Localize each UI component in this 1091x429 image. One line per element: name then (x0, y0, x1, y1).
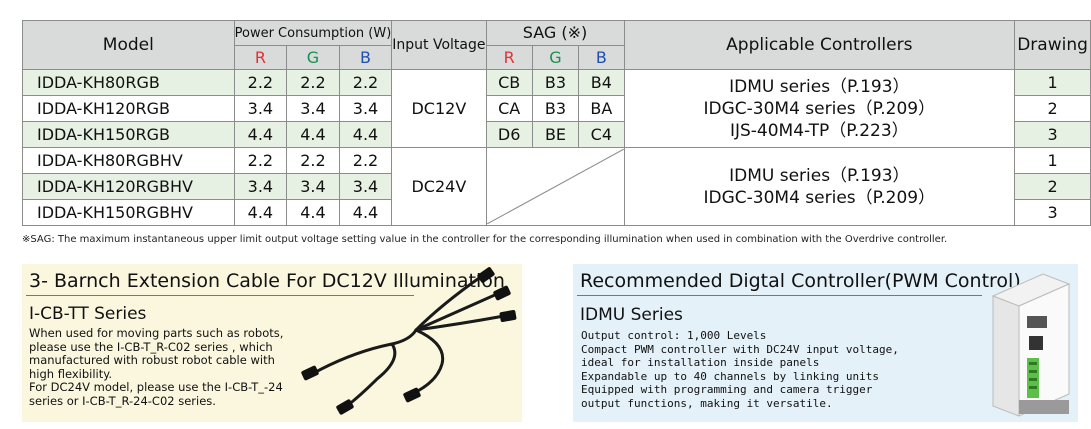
header-power-r: R (233, 45, 288, 70)
controllers-cell: IDMU series（P.193） IDGC-30M4 series（P.20… (623, 69, 1016, 148)
description-line: Equipped with programming and camera tri… (581, 383, 873, 396)
voltage-cell: DC12V (391, 69, 487, 148)
sag-r-cell: CA (485, 95, 533, 122)
drawing-cell: 1 (1014, 147, 1091, 174)
controller-line: IDMU series（P.193） (729, 165, 910, 186)
description-line: high flexibility. (29, 366, 113, 381)
model-cell: IDDA-KH150RGB (22, 121, 235, 148)
sag-g-cell: BE (531, 121, 580, 148)
power-r-cell: 3.4 (233, 173, 288, 200)
description-line: For DC24V model, please use the I-CB-T_-… (29, 380, 283, 394)
header-sag-g: G (531, 45, 580, 70)
header-sag: SAG (※) (485, 20, 625, 46)
sag-b-cell: BA (578, 95, 625, 122)
power-r-cell: 2.2 (233, 147, 288, 174)
controller-line: IDGC-30M4 series（P.209） (703, 98, 936, 119)
controller-line: IDMU series（P.193） (729, 76, 910, 97)
cable-panel-title: 3- Barnch Extension Cable For DC12V Illu… (29, 270, 505, 292)
power-g-cell: 3.4 (286, 95, 340, 122)
drawing-cell: 1 (1014, 69, 1091, 96)
title-underline (577, 295, 982, 296)
power-g-cell: 4.4 (286, 121, 340, 148)
power-b-cell: 2.2 (338, 69, 393, 96)
controller-panel-title: Recommended Digtal Controller(PWM Contro… (580, 270, 1021, 292)
drawing-cell: 2 (1014, 173, 1091, 200)
header-power-b: B (338, 45, 393, 70)
cable-image (301, 267, 517, 415)
drawing-cell: 2 (1014, 95, 1091, 122)
controllers-cell: IDMU series（P.193） IDGC-30M4 series（P.20… (623, 147, 1016, 226)
cable-series-title: I-CB-TT Series (29, 304, 147, 324)
description-line: manufactured with robust robot cable wit… (29, 353, 275, 367)
power-r-cell: 4.4 (233, 121, 288, 148)
power-b-cell: 2.2 (338, 147, 393, 174)
description-line: please use the I-CB-T_R-C02 series , whi… (29, 339, 273, 354)
power-b-cell: 3.4 (338, 95, 393, 122)
sag-r-cell: D6 (485, 121, 533, 148)
cable-description: When used for moving parts such as robot… (29, 326, 284, 408)
sag-b-cell: B4 (578, 69, 625, 96)
model-cell: IDDA-KH120RGBHV (22, 173, 235, 200)
drawing-cell: 3 (1014, 199, 1091, 226)
description-line: When used for moving parts such as robot… (29, 326, 284, 340)
drawing-cell: 3 (1014, 121, 1091, 148)
model-cell: IDDA-KH150RGBHV (22, 199, 235, 226)
table-row: IDDA-KH80RGB 2.2 2.2 2.2 DC12V CB B3 B4 … (22, 69, 1091, 148)
model-cell: IDDA-KH120RGB (22, 95, 235, 122)
controller-series-title: IDMU Series (580, 305, 683, 325)
power-r-cell: 2.2 (233, 69, 288, 96)
title-underline (26, 295, 414, 296)
table-row: IDDA-KH80RGBHV 2.2 2.2 2.2 DC24V IDMU se… (22, 147, 1091, 226)
sag-na-cell (485, 147, 625, 226)
header-power: Power Consumption (W) (233, 20, 393, 46)
description-line: ideal for installation inside panels (581, 356, 820, 369)
sag-footnote: ※SAG: The maximum instantaneous upper li… (22, 234, 948, 245)
power-g-cell: 2.2 (286, 69, 340, 96)
description-line: series or I-CB-T_R-24-C02 series. (29, 393, 216, 408)
controller-image (991, 273, 1071, 417)
header-sag-r: R (485, 45, 533, 70)
description-line: Output control: 1,000 Levels (581, 329, 767, 342)
header-drawing: Drawing (1014, 20, 1091, 70)
header-sag-b: B (578, 45, 625, 70)
power-b-cell: 4.4 (338, 121, 393, 148)
header-model: Model (22, 20, 235, 70)
controller-description: Output control: 1,000 Levels Compact PWM… (581, 329, 899, 410)
sag-g-cell: B3 (531, 95, 580, 122)
controller-panel: Recommended Digtal Controller(PWM Contro… (573, 264, 1078, 422)
model-cell: IDDA-KH80RGB (22, 69, 235, 96)
sag-g-cell: B3 (531, 69, 580, 96)
header-input-voltage: Input Voltage (391, 20, 487, 70)
power-r-cell: 4.4 (233, 199, 288, 226)
voltage-cell: DC24V (391, 147, 487, 226)
description-line: output functions, making it versatile. (581, 396, 833, 410)
power-g-cell: 2.2 (286, 147, 340, 174)
controller-line: IDGC-30M4 series（P.209） (703, 187, 936, 208)
header-power-g: G (286, 45, 340, 70)
header-controllers: Applicable Controllers (623, 20, 1016, 70)
description-line: Expandable up to 40 channels by linking … (581, 369, 880, 383)
cable-panel: 3- Barnch Extension Cable For DC12V Illu… (22, 264, 522, 422)
power-b-cell: 3.4 (338, 173, 393, 200)
description-line: Compact PWM controller with DC24V input … (581, 342, 899, 356)
model-cell: IDDA-KH80RGBHV (22, 147, 235, 174)
power-g-cell: 4.4 (286, 199, 340, 226)
sag-r-cell: CB (485, 69, 533, 96)
power-g-cell: 3.4 (286, 173, 340, 200)
diagonal-slash (487, 149, 623, 224)
power-b-cell: 4.4 (338, 199, 393, 226)
power-r-cell: 3.4 (233, 95, 288, 122)
sag-b-cell: C4 (578, 121, 625, 148)
spec-table: Model Power Consumption (W) Input Voltag… (22, 20, 1091, 226)
controller-line: IJS-40M4-TP（P.223） (729, 120, 909, 141)
